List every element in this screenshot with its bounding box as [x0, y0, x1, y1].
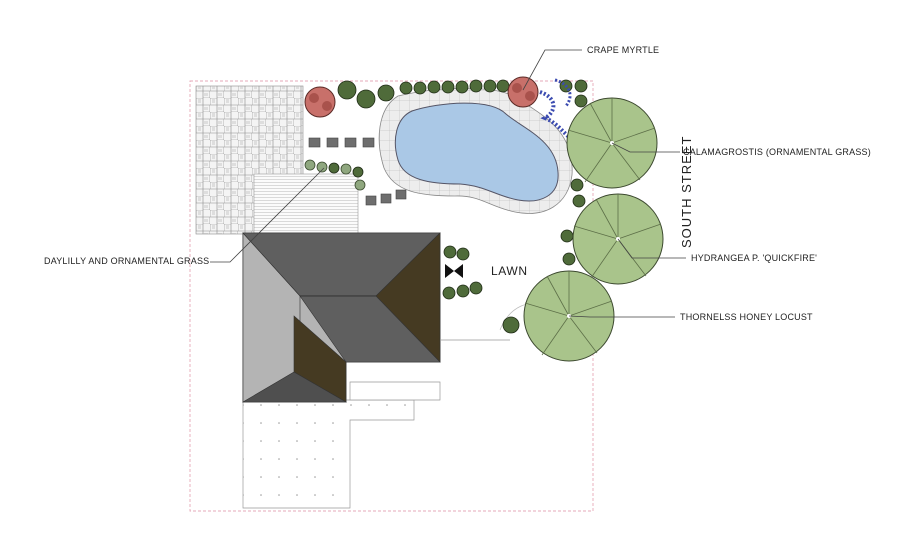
label-daylilly: DAYLILLY AND ORNAMENTAL GRASS	[44, 256, 209, 266]
lawn-shrubs	[442, 178, 586, 334]
label-calamagrostis: CALAMAGROSTIS (ORNAMENTAL GRASS)	[683, 147, 871, 157]
label-honey-locust: THORNELSS HONEY LOCUST	[680, 312, 813, 322]
front-walk	[242, 399, 415, 509]
label-crape-myrtle: CRAPE MYRTLE	[587, 45, 659, 55]
ornamental-grass-clumps	[304, 159, 366, 191]
wood-deck	[253, 173, 359, 235]
label-lawn: LAWN	[491, 264, 528, 278]
pool-water	[394, 102, 559, 202]
leader-lines	[210, 49, 686, 318]
fountain-icon	[445, 264, 463, 278]
stepping-stones	[308, 137, 407, 206]
label-hydrangea: HYDRANGEA P. 'QUICKFIRE'	[691, 253, 817, 263]
crape-myrtle-plants	[304, 76, 539, 118]
house-roof	[241, 232, 441, 403]
label-south-street: SOUTH STREET	[679, 136, 694, 248]
